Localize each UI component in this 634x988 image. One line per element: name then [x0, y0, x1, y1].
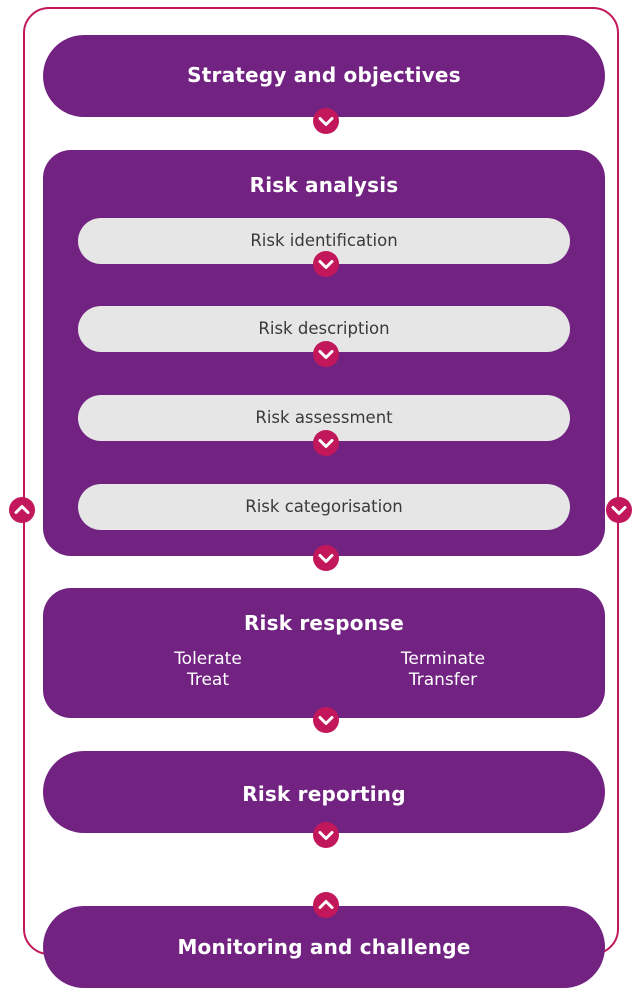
option-treat: Treat	[186, 670, 230, 690]
risk-response-block: Risk response Tolerate Treat Terminate T…	[43, 588, 605, 718]
monitoring-title: Monitoring and challenge	[177, 935, 471, 959]
step-risk-categorisation: Risk categorisation	[78, 484, 570, 530]
response-options-right: Terminate Transfer	[383, 649, 503, 691]
option-transfer: Transfer	[408, 670, 478, 690]
risk-reporting-title: Risk reporting	[242, 782, 406, 806]
chevron-down-icon	[313, 251, 339, 277]
option-terminate: Terminate	[400, 649, 486, 669]
chevron-up-icon	[313, 892, 339, 918]
chevron-down-icon	[606, 497, 632, 523]
chevron-down-icon	[313, 341, 339, 367]
chevron-down-icon	[313, 108, 339, 134]
step-risk-assessment: Risk assessment	[78, 395, 570, 441]
chevron-down-icon	[313, 430, 339, 456]
risk-analysis-title: Risk analysis	[249, 173, 399, 197]
risk-reporting-block: Risk reporting	[43, 751, 605, 833]
chevron-up-icon	[9, 497, 35, 523]
strategy-title: Strategy and objectives	[187, 63, 461, 87]
chevron-down-icon	[313, 707, 339, 733]
chevron-down-icon	[313, 545, 339, 571]
chevron-down-icon	[313, 822, 339, 848]
monitoring-block: Monitoring and challenge	[43, 906, 605, 988]
option-tolerate: Tolerate	[174, 649, 242, 669]
response-options-left: Tolerate Treat	[148, 649, 268, 691]
risk-response-title: Risk response	[243, 611, 405, 635]
strategy-block: Strategy and objectives	[43, 35, 605, 117]
